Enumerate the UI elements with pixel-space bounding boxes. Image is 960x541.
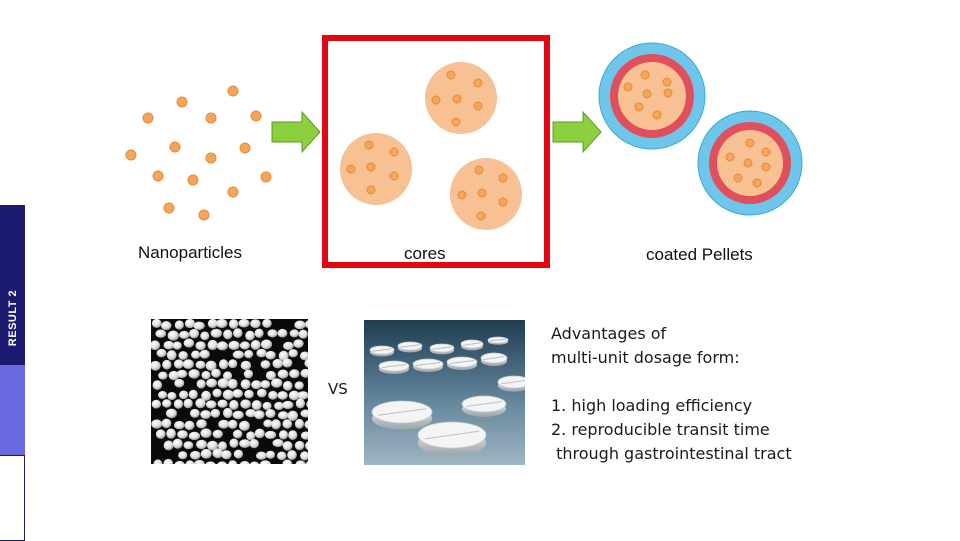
advantage-item-2-line-1: 2. reproducible transit time [551,420,770,439]
core-pellet [340,133,412,205]
coated-pellets-label: coated Pellets [646,245,753,264]
core-pellet [450,158,522,230]
advantage-item-2-line-2: through gastrointestinal tract [551,444,792,463]
sidebar-empty-block [0,455,25,541]
sidebar-progress-block [0,365,25,455]
cores-highlight-box [322,35,550,268]
advantage-item-1: 1. high loading efficiency [551,396,753,415]
sidebar-section-marker [0,205,25,365]
nanoparticles-cluster [125,85,272,221]
nanoparticles-label: Nanoparticles [138,243,242,262]
coated-pellet [598,42,706,150]
pellets-photo [151,319,308,464]
coated-pellet [697,110,803,216]
tablets-photo [364,320,525,465]
cores-label: cores [404,244,446,263]
arrow-right-icon [271,110,321,154]
vs-label: VS [328,380,348,398]
arrow-right-icon [552,110,602,154]
advantages-title-line-2: multi-unit dosage form: [551,348,740,367]
advantages-title-line-1: Advantages of [551,324,667,343]
core-pellet [425,62,497,134]
